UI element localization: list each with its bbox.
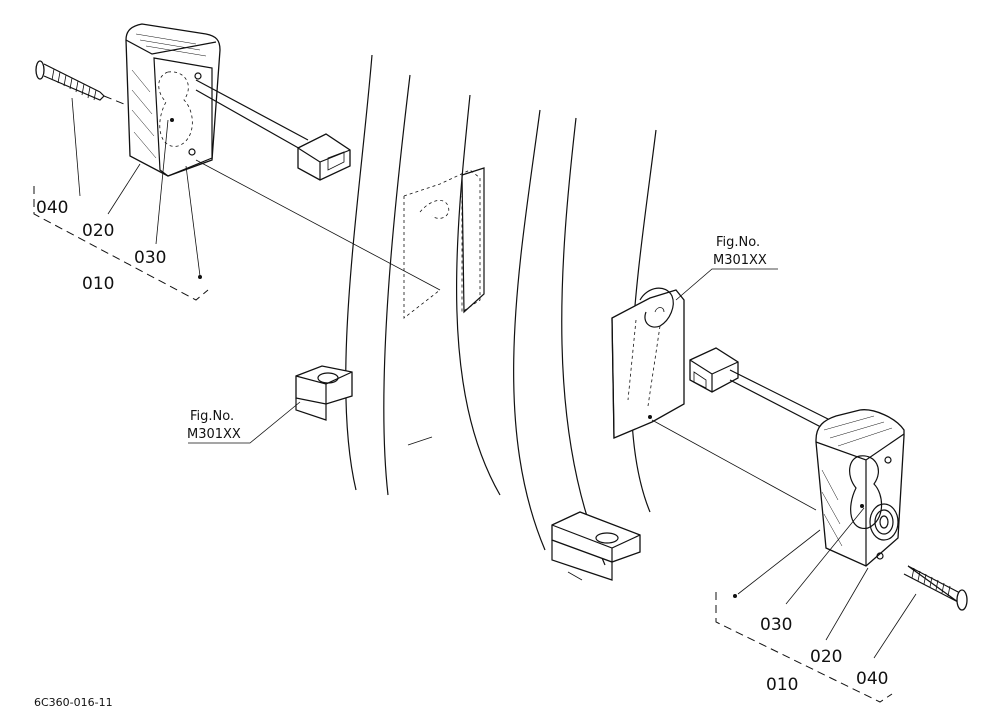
figure-reference-upper: Fig.No. M301XX (675, 235, 778, 301)
drawing-code: 6C360-016-11 (34, 696, 113, 709)
callout-030-right: 030 (760, 615, 792, 635)
upper-mounting-bracket (403, 167, 485, 319)
figure-reference-lower: Fig.No. M301XX (187, 401, 301, 444)
left-lamp-assembly (35, 23, 441, 291)
callout-020-right: 020 (810, 647, 842, 667)
callout-030-left: 030 (134, 248, 166, 268)
cab-frame (345, 54, 657, 566)
left-mounting-clip (295, 365, 353, 421)
left-callouts: 040 020 030 010 (33, 97, 209, 301)
right-mounting-bracket (611, 287, 685, 439)
callout-010-left: 010 (82, 274, 114, 294)
callout-010-right: 010 (766, 675, 798, 695)
fig-ref-lower-line1: Fig.No. (190, 409, 234, 424)
right-callouts: 030 020 010 040 (715, 507, 917, 703)
fig-ref-upper-line2: M301XX (713, 253, 767, 268)
right-screw (903, 565, 968, 611)
right-mounting-clip (551, 511, 641, 581)
left-screw (35, 60, 125, 105)
right-lamp-assembly (651, 347, 968, 611)
callout-040-right: 040 (856, 669, 888, 689)
fig-ref-upper-line1: Fig.No. (716, 235, 760, 250)
callout-040-left: 040 (36, 198, 68, 218)
callout-020-left: 020 (82, 221, 114, 241)
fig-ref-lower-line2: M301XX (187, 427, 241, 442)
